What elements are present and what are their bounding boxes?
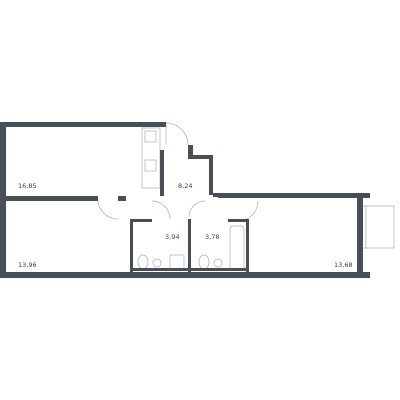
wall-wc-top (228, 219, 248, 222)
room-area-hallway: 8,24 (178, 182, 192, 190)
balcony (365, 205, 395, 249)
sink-wc (213, 258, 223, 268)
fixtures (0, 122, 395, 271)
wall-hall-step-4 (213, 193, 221, 197)
kitchen-sink (144, 130, 157, 143)
sink-bath (152, 258, 162, 268)
wall-right (357, 193, 363, 278)
kitchen-stove (144, 159, 157, 172)
wall-hall-step-1 (188, 145, 193, 158)
area-labels: 16,85 8,24 13,96 3,94 3,78 13,68 (18, 182, 353, 269)
room-area-top-left: 16,85 (18, 182, 37, 190)
door-swing-room-right (237, 200, 259, 222)
room-area-wc: 3,78 (205, 233, 219, 241)
bathtub (229, 225, 245, 271)
entrance-door-swing (165, 122, 189, 146)
wall-left-rooms-2 (118, 196, 126, 201)
wall-bath-top (130, 219, 152, 222)
wall-bath-bottom (130, 268, 249, 271)
door-swing-bath (151, 200, 171, 220)
wall-bath-left (130, 219, 133, 274)
wall-hall-step-3 (209, 155, 213, 195)
wall-bath-wc (188, 219, 191, 274)
wall-top-right (218, 193, 370, 198)
door-swing-room-left (97, 198, 119, 220)
wall-bottom (0, 272, 370, 278)
room-area-bottom-left: 13,96 (18, 261, 37, 269)
washer (169, 254, 185, 270)
wall-kitchen (160, 150, 164, 196)
wall-hall-step-2 (188, 155, 212, 159)
door-swing-wc (188, 200, 206, 218)
wall-top-left (0, 122, 166, 127)
wall-left-rooms (0, 196, 98, 201)
wall-wc-right (246, 219, 249, 274)
room-area-right: 13,68 (334, 261, 353, 269)
room-area-bathroom: 3,94 (165, 233, 179, 241)
toilet-bath (137, 254, 149, 270)
walls (0, 122, 370, 278)
toilet-wc (198, 254, 210, 270)
